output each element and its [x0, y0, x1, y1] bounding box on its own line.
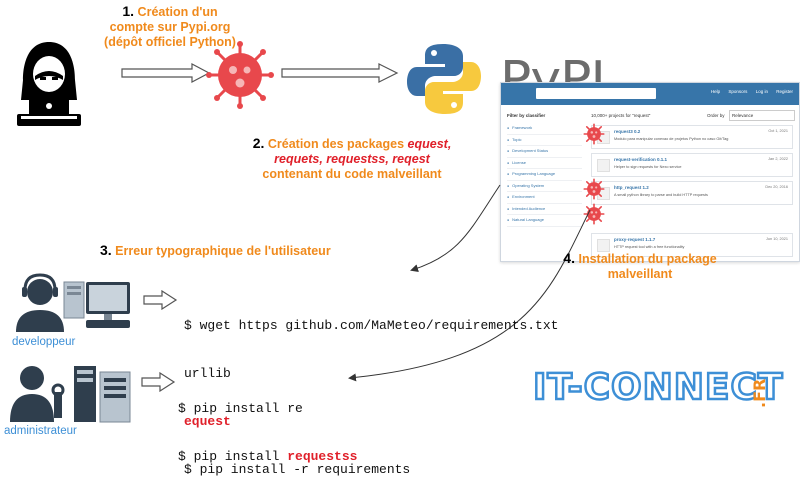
pypi-result-name: proxy-request 1.1.7: [614, 237, 656, 242]
pypi-result-desc: HTTP request tool with a free functional…: [614, 245, 685, 249]
step2-pkg1: equest,: [407, 137, 452, 151]
pypi-result-date: Oct 1, 2021: [768, 129, 788, 133]
admin-cmd-requestss: $ pip install requestss: [178, 449, 357, 465]
pypi-nav: Help Sponsors Log in Register: [704, 89, 793, 94]
curved-arrows: [348, 184, 591, 382]
brand-suffix: .FR: [750, 378, 769, 408]
arrow-admin-to-terminal: [141, 372, 176, 392]
pypi-order-select: Relevance: [729, 110, 795, 121]
pypi-result-card: request-verification 0.1.1 Helper to sig…: [591, 153, 793, 177]
pypi-result-desc: Helper to sign requests for Nexo service: [614, 165, 682, 169]
admin-commands: $ pip install re $ pip install requestss: [178, 369, 357, 481]
step1-label: 1. Création d'un compte sur Pypi.org (dé…: [95, 4, 245, 50]
brand-logo: IT-CONNECT: [532, 366, 784, 409]
arrow-virus-to-python: [281, 63, 399, 83]
pypi-result-desc: Modulo para manipular conexao de projeto…: [614, 137, 729, 141]
administrator-icon: [10, 366, 131, 423]
python-logo-icon: [407, 44, 481, 114]
hacker-icon: [17, 42, 81, 126]
step4-line1: Installation du package: [578, 252, 717, 266]
virus-small-icon: [583, 178, 605, 200]
step2-number: 2.: [252, 135, 265, 151]
pypi-result-card: proxy-request 1.1.7 HTTP request tool wi…: [591, 233, 793, 257]
pypi-filter-label: Filter by classifier: [507, 113, 546, 118]
pypi-search-screenshot: Help Sponsors Log in Register Filter by …: [500, 82, 800, 262]
admin-cmd-re: $ pip install re: [178, 401, 303, 416]
pypi-result-name: request3 0.2: [614, 129, 641, 134]
step3-label: 3. Erreur typographique de l'utilisateur: [100, 243, 331, 259]
pypi-nav-login: Log in: [755, 89, 768, 94]
dev-cmd-wget: $ wget https github.com/MaMeteo/requirem…: [184, 318, 559, 333]
step2-label: 2. Création des packages equest, requets…: [252, 135, 452, 182]
pypi-nav-help: Help: [710, 89, 721, 94]
administrator-label: administrateur: [4, 425, 77, 437]
pypi-result-date: Jun 10, 2021: [766, 237, 788, 241]
arrow-pypi-to-developer: [410, 184, 501, 273]
virus-icon: [206, 41, 274, 109]
step4-number: 4.: [563, 250, 575, 266]
step2-pkg2: requets: [274, 152, 320, 166]
dev-line-urllib: urllib: [184, 366, 231, 381]
step1-line1: Création d'un: [137, 5, 218, 19]
admin-cmd-prefix: $ pip install: [178, 449, 288, 464]
step3-label-text: Erreur typographique de l'utilisateur: [115, 244, 331, 258]
admin-cmd-bad-package: requestss: [287, 449, 358, 464]
step4-line2: malveillant: [607, 267, 673, 281]
pypi-result-card: http_request 1.2 A small python library …: [591, 181, 793, 205]
step2-label-text: Création des packages: [267, 137, 405, 151]
arrow-pypi-to-admin: [348, 209, 591, 382]
arrow-developer-to-terminal: [143, 290, 178, 310]
step1-number: 1.: [122, 3, 135, 19]
brand-main: IT-CONNECT: [532, 366, 784, 409]
developer-label: developpeur: [12, 336, 76, 348]
dev-line-equest: equest: [184, 414, 231, 429]
pypi-results-count: 10,000+ projects for "request": [591, 113, 651, 118]
pypi-result-desc: A small python library to parse and buil…: [614, 193, 708, 197]
step1-line2: compte sur Pypi.org: [109, 20, 231, 34]
pypi-result-date: Jan 2, 2022: [768, 157, 788, 161]
step3-number: 3.: [100, 242, 112, 258]
pypi-order-label: Order by: [707, 113, 725, 118]
pypi-search-box: [536, 88, 656, 99]
pypi-result-name: request-verification 0.1.1: [614, 157, 668, 162]
arrow-hacker-to-virus: [121, 63, 211, 83]
pypi-header-bar: Help Sponsors Log in Register: [501, 83, 799, 105]
step4-label: 4. Installation du package malveillant: [555, 251, 725, 282]
pypi-result-card: request3 0.2 Modulo para manipular conex…: [591, 125, 793, 149]
pypi-result-name: http_request 1.2: [614, 185, 649, 190]
pypi-nav-register: Register: [776, 89, 793, 94]
pypi-result-date: Dec 20, 2016: [765, 185, 788, 189]
pypi-filter-item: Natural Language: [507, 215, 582, 227]
step2-line3: contenant du code malveillant: [262, 167, 442, 181]
pypi-nav-sponsors: Sponsors: [728, 89, 748, 94]
step2-pkg3: requestss: [326, 152, 386, 166]
step1-line3: (dépôt officiel Python): [104, 35, 236, 49]
step2-pkg4: reqest: [392, 152, 430, 166]
pypi-filter-list: Framework Topic Development Status Licen…: [507, 123, 582, 227]
developer-icon: [16, 273, 130, 332]
virus-small-icon: [583, 123, 605, 145]
